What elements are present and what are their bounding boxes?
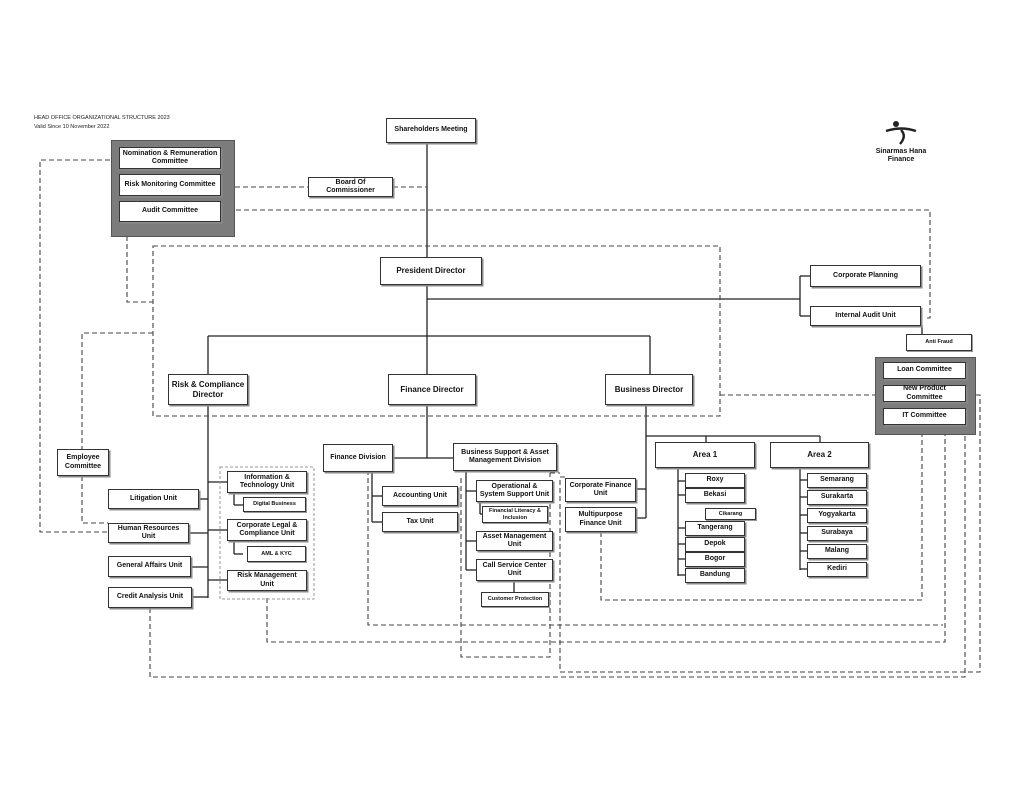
business-director-box: Business Director bbox=[605, 374, 693, 405]
audit-committee-box: Audit Committee bbox=[119, 201, 221, 222]
employee-committee-box: Employee Committee bbox=[57, 449, 109, 476]
branch-cikarang-box: Cikarang bbox=[705, 508, 756, 520]
accounting-unit-box: Accounting Unit bbox=[382, 486, 458, 506]
branch-roxy-box: Roxy bbox=[685, 473, 745, 488]
branch-bekasi-box: Bekasi bbox=[685, 488, 745, 503]
corporate-legal-compliance-unit-box: Corporate Legal & Compliance Unit bbox=[227, 519, 307, 541]
finance-division-box: Finance Division bbox=[323, 444, 393, 472]
information-technology-unit-box: Information & Technology Unit bbox=[227, 471, 307, 493]
chart-title: HEAD OFFICE ORGANIZATIONAL STRUCTURE 202… bbox=[34, 115, 170, 121]
board-of-commissioner-box: Board Of Commissioner bbox=[308, 177, 393, 197]
branch-bogor-box: Bogor bbox=[685, 552, 745, 567]
area-1-box: Area 1 bbox=[655, 442, 755, 468]
risk-management-unit-box: Risk Management Unit bbox=[227, 570, 307, 591]
nomination-remuneration-committee-box: Nomination & Remuneration Committee bbox=[119, 147, 221, 169]
branch-malang-box: Malang bbox=[807, 544, 867, 559]
branch-semarang-box: Semarang bbox=[807, 473, 867, 488]
logo-text-line2: Finance bbox=[887, 155, 915, 163]
aml-kyc-box: AML & KYC bbox=[247, 546, 306, 562]
financial-literacy-inclusion-box: Financial Literacy & Inclusion bbox=[482, 506, 548, 523]
litigation-unit-box: Litigation Unit bbox=[108, 489, 199, 509]
general-affairs-unit-box: General Affairs Unit bbox=[108, 556, 191, 577]
shareholders-meeting-box: Shareholders Meeting bbox=[386, 118, 476, 143]
multipurpose-finance-unit-box: Multipurpose Finance Unit bbox=[565, 507, 636, 532]
loan-committee-box: Loan Committee bbox=[883, 362, 966, 379]
branch-surabaya-box: Surabaya bbox=[807, 526, 867, 541]
logo-figure-icon bbox=[885, 121, 917, 145]
finance-director-box: Finance Director bbox=[388, 374, 476, 405]
digital-business-box: Digital Business bbox=[243, 497, 306, 512]
anti-fraud-box: Anti Fraud bbox=[906, 334, 972, 351]
new-product-committee-box: New Product Committee bbox=[883, 385, 966, 402]
branch-surakarta-box: Surakarta bbox=[807, 490, 867, 505]
branch-yogyakarta-box: Yogyakarta bbox=[807, 508, 867, 523]
tax-unit-box: Tax Unit bbox=[382, 512, 458, 532]
customer-protection-box: Customer Protection bbox=[481, 592, 549, 607]
human-resources-unit-box: Human Resources Unit bbox=[108, 523, 189, 543]
internal-audit-unit-box: Internal Audit Unit bbox=[810, 306, 921, 326]
branch-tangerang-box: Tangerang bbox=[685, 521, 745, 536]
risk-monitoring-committee-box: Risk Monitoring Committee bbox=[119, 174, 221, 196]
corporate-planning-box: Corporate Planning bbox=[810, 265, 921, 287]
branch-depok-box: Depok bbox=[685, 537, 745, 552]
branch-kediri-box: Kediri bbox=[807, 562, 867, 577]
area-2-box: Area 2 bbox=[770, 442, 869, 468]
corporate-finance-unit-box: Corporate Finance Unit bbox=[565, 478, 636, 502]
call-service-center-unit-box: Call Service Center Unit bbox=[476, 559, 553, 581]
it-committee-box: IT Committee bbox=[883, 408, 966, 425]
sinarmas-logo: Sinarmas Hana Finance bbox=[868, 120, 934, 163]
asset-management-unit-box: Asset Management Unit bbox=[476, 531, 553, 551]
branch-bandung-box: Bandung bbox=[685, 568, 745, 583]
credit-analysis-unit-box: Credit Analysis Unit bbox=[108, 587, 192, 608]
business-support-asset-management-division-box: Business Support & Asset Management Divi… bbox=[453, 443, 557, 471]
chart-valid-date: Valid Since 10 November 2022 bbox=[34, 124, 110, 130]
president-director-box: President Director bbox=[380, 257, 482, 285]
risk-compliance-director-box: Risk & Compliance Director bbox=[168, 374, 248, 405]
operational-system-support-unit-box: Operational & System Support Unit bbox=[476, 480, 553, 502]
logo-text-line1: Sinarmas Hana bbox=[875, 148, 927, 156]
